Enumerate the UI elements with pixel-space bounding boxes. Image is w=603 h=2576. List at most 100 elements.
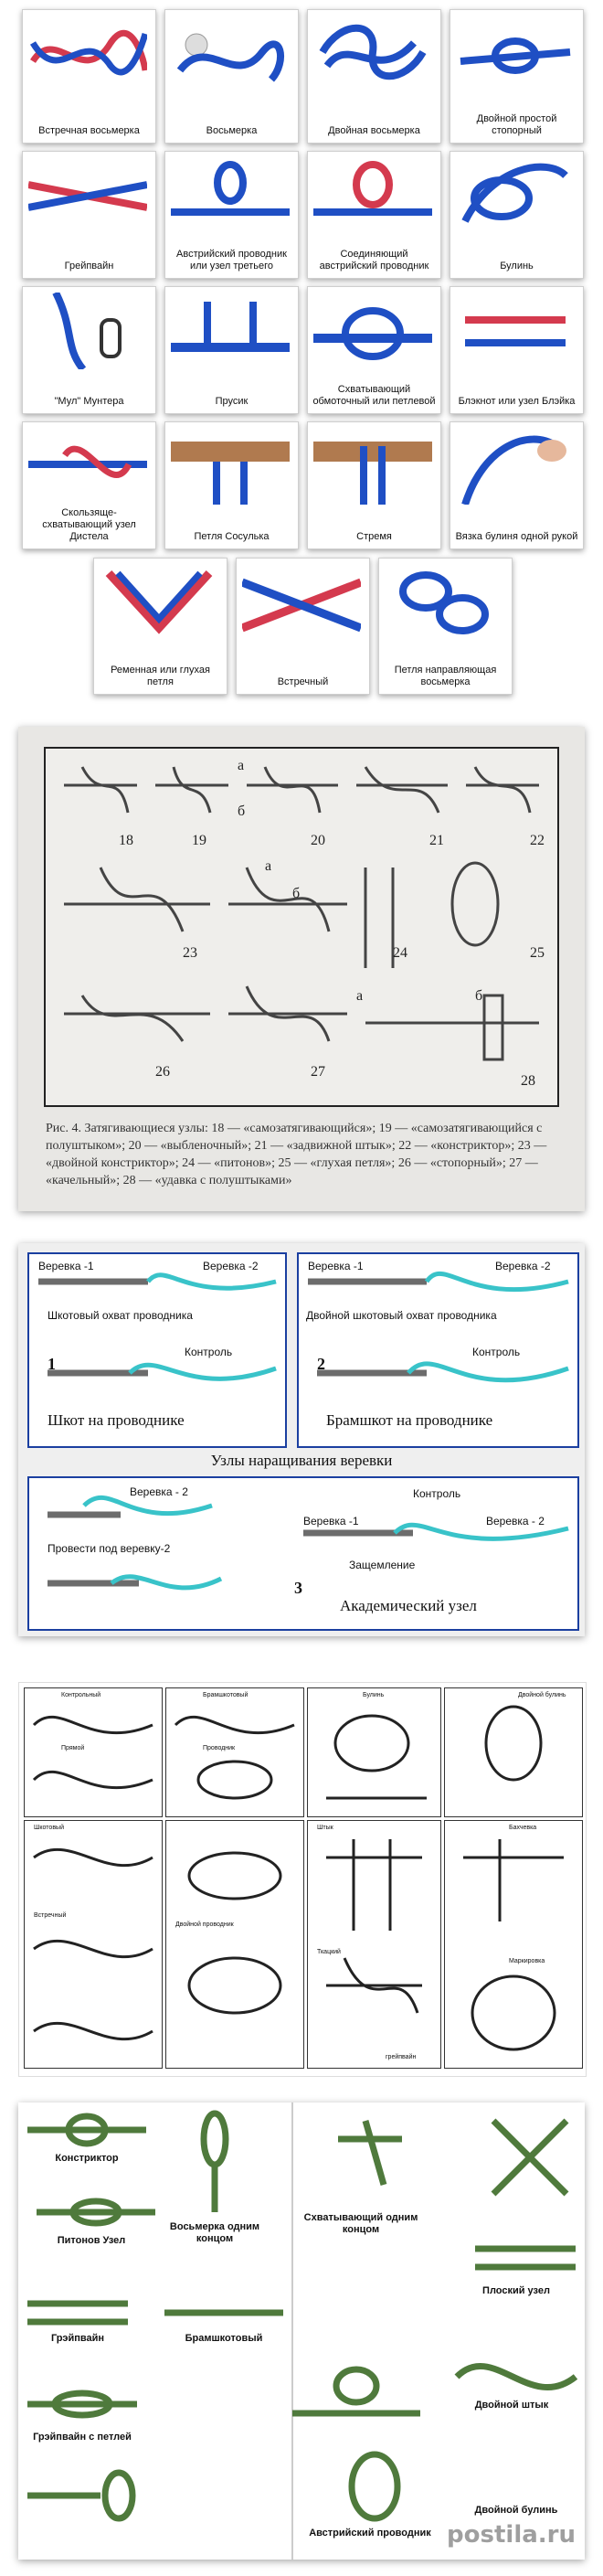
figure-number: 27: [311, 1064, 325, 1080]
knot-label: грейпвайн: [386, 2054, 417, 2060]
knot-name: Грейпвайн: [64, 261, 114, 271]
knot-label: Шкотовый: [34, 1825, 64, 1831]
figure-caption: Рис. 4. Затягивающиеся узлы: 18 — «самоз…: [46, 1122, 547, 1187]
knot-label: Прямой: [61, 1745, 85, 1751]
diagram-label: Шкотовый охват проводника: [48, 1309, 193, 1322]
knot-name: Петля направляющая восьмерка: [394, 665, 497, 687]
knot-label: Проводник: [203, 1745, 236, 1751]
figure-number: 28: [521, 1073, 535, 1089]
diagram-label: Двойной шкотовый охват проводника: [306, 1309, 497, 1322]
knot-card: Восьмерка: [164, 9, 299, 144]
knot-card: Грейпвайн: [22, 151, 156, 279]
knot-illustration: [313, 161, 432, 216]
figure-number: 19: [192, 833, 206, 848]
knot-illustration: [461, 163, 568, 223]
knot-card: Соединяющий австрийский проводник: [307, 151, 441, 279]
knot-label: Встречный: [34, 1912, 67, 1919]
knot-illustration: [465, 316, 566, 346]
knot-card: Встречный: [236, 558, 370, 695]
knot-name: Плоский узел: [482, 2285, 550, 2296]
knot-illustration: [308, 1271, 569, 1383]
rope-label: Веревка -1: [38, 1260, 94, 1272]
knot-card: Булинь: [450, 151, 584, 279]
knot-card: Ременная или глухая петля: [93, 558, 227, 695]
knot-name: Булинь: [500, 261, 534, 271]
figure-number: 24: [393, 945, 407, 961]
sheet-cell: Контрольный Прямой: [24, 1687, 163, 1817]
rope-label: Веревка -1: [303, 1515, 359, 1528]
knot-label: Двойной булинь: [518, 1692, 566, 1698]
knot-illustration: [313, 442, 432, 505]
knot-illustration: [105, 569, 213, 634]
knot-name: Питонов Узел: [57, 2235, 126, 2246]
figure-number: а: [265, 858, 272, 874]
knot-illustration: [319, 24, 427, 80]
knot-card: Блэкнот или узел Блэйка: [450, 286, 584, 414]
knot-illustration: [52, 293, 122, 369]
knot-label: Контрольный: [61, 1692, 101, 1698]
knot-card: Вязка булиня одной рукой: [450, 421, 584, 549]
knot-name: Прусик: [215, 396, 249, 407]
knot-sheet-panel: Контрольный Прямой Брамшкотовый Проводни…: [18, 1682, 587, 2077]
knot-illustration: [28, 181, 147, 211]
knot-name: Двойной штык: [474, 2400, 549, 2411]
knot-grid-panel: Встречная восьмерка Восьмерка Двойная во…: [18, 9, 585, 699]
knot-name: Ременная или глухая петля: [111, 665, 210, 687]
knot-name: Грэйпвайн: [50, 2333, 104, 2344]
knot-illustration: [171, 161, 290, 216]
knot-name: Грэйпвайн с петлей: [33, 2432, 132, 2443]
figure-number: а: [238, 758, 245, 773]
knot-illustration: [171, 302, 290, 352]
knot-label: Штык: [317, 1825, 333, 1831]
knot-name: Двойная восьмерка: [328, 125, 420, 136]
knot-illustration: [463, 1839, 564, 2051]
knot-illustration: [326, 1714, 427, 1800]
knot-name: Скользяще-схватывающий узел Дистела: [42, 507, 136, 542]
control-label: Контроль: [472, 1346, 521, 1358]
diagram-title: Брамшкот на проводнике: [326, 1411, 493, 1429]
sheet-cell: Бахчевка Маркировка: [444, 1820, 583, 2069]
figure-number: 18: [119, 833, 133, 848]
knot-card: Петля Сосулька: [164, 421, 299, 549]
knot-card: Встречная восьмерка: [22, 9, 156, 144]
rope-label: Веревка - 2: [130, 1485, 188, 1498]
knot-illustration: [38, 1272, 277, 1381]
knot-illustration: [460, 37, 571, 74]
sheet-cell: Двойной проводник: [165, 1820, 304, 2069]
knot-illustration: [242, 578, 361, 633]
knot-name: Восьмерка одним концом: [169, 2221, 260, 2244]
figure-number: 21: [429, 833, 444, 848]
green-knots-panel: Констриктор Восьмерка одним концом Схват…: [18, 2102, 585, 2560]
knot-name: Соединяющий австрийский проводник: [319, 249, 429, 271]
figure-number: 22: [530, 833, 545, 848]
knot-card: Схватывающий обмоточный или петлевой: [307, 286, 441, 414]
knot-label: Бахчевка: [509, 1825, 537, 1831]
figure-number: б: [292, 886, 301, 901]
knot-illustration: [484, 1705, 543, 1782]
knot-card: Двойной простой стопорный: [450, 9, 584, 144]
diagram-number: 3: [294, 1579, 302, 1597]
diagram-box-1: Веревка -1 Веревка -2 Шкотовый охват про…: [27, 1252, 287, 1448]
knot-name: Австрийский проводник или узел третьего: [176, 249, 287, 271]
figure-number: 25: [530, 945, 545, 961]
rope-joining-panel: Веревка -1 Веревка -2 Шкотовый охват про…: [18, 1243, 585, 1636]
knot-illustration: [48, 1495, 569, 1591]
knot-illustration: [28, 445, 147, 478]
section-heading: Узлы наращивания веревки: [210, 1452, 393, 1469]
knot-name: Схватывающий обмоточный или петлевой: [312, 384, 436, 407]
diagram-number: 2: [317, 1355, 325, 1373]
figure-number: 26: [155, 1064, 170, 1080]
knot-name: Встречная восьмерка: [38, 125, 140, 136]
knot-card: Скользяще-схватывающий узел Дистела: [22, 421, 156, 549]
scanned-figure-panel: 18 19 а б 20 21 22 а б 23 24 25 26 27 а …: [18, 727, 585, 1211]
knot-card: Австрийский проводник или узел третьего: [164, 151, 299, 279]
knot-card: Стремя: [307, 421, 441, 549]
knot-card: "Мул" Мунтера: [22, 286, 156, 414]
sheet-cell: Брамшкотовый Проводник: [165, 1687, 304, 1817]
diagram-title: Шкот на проводнике: [48, 1411, 185, 1429]
figure-number: б: [475, 988, 483, 1004]
knot-name: Констриктор: [55, 2153, 119, 2164]
figure-number: а: [356, 988, 364, 1004]
knot-illustration: [174, 1715, 295, 1800]
knot-name: Блэкнот или узел Блэйка: [458, 396, 576, 407]
